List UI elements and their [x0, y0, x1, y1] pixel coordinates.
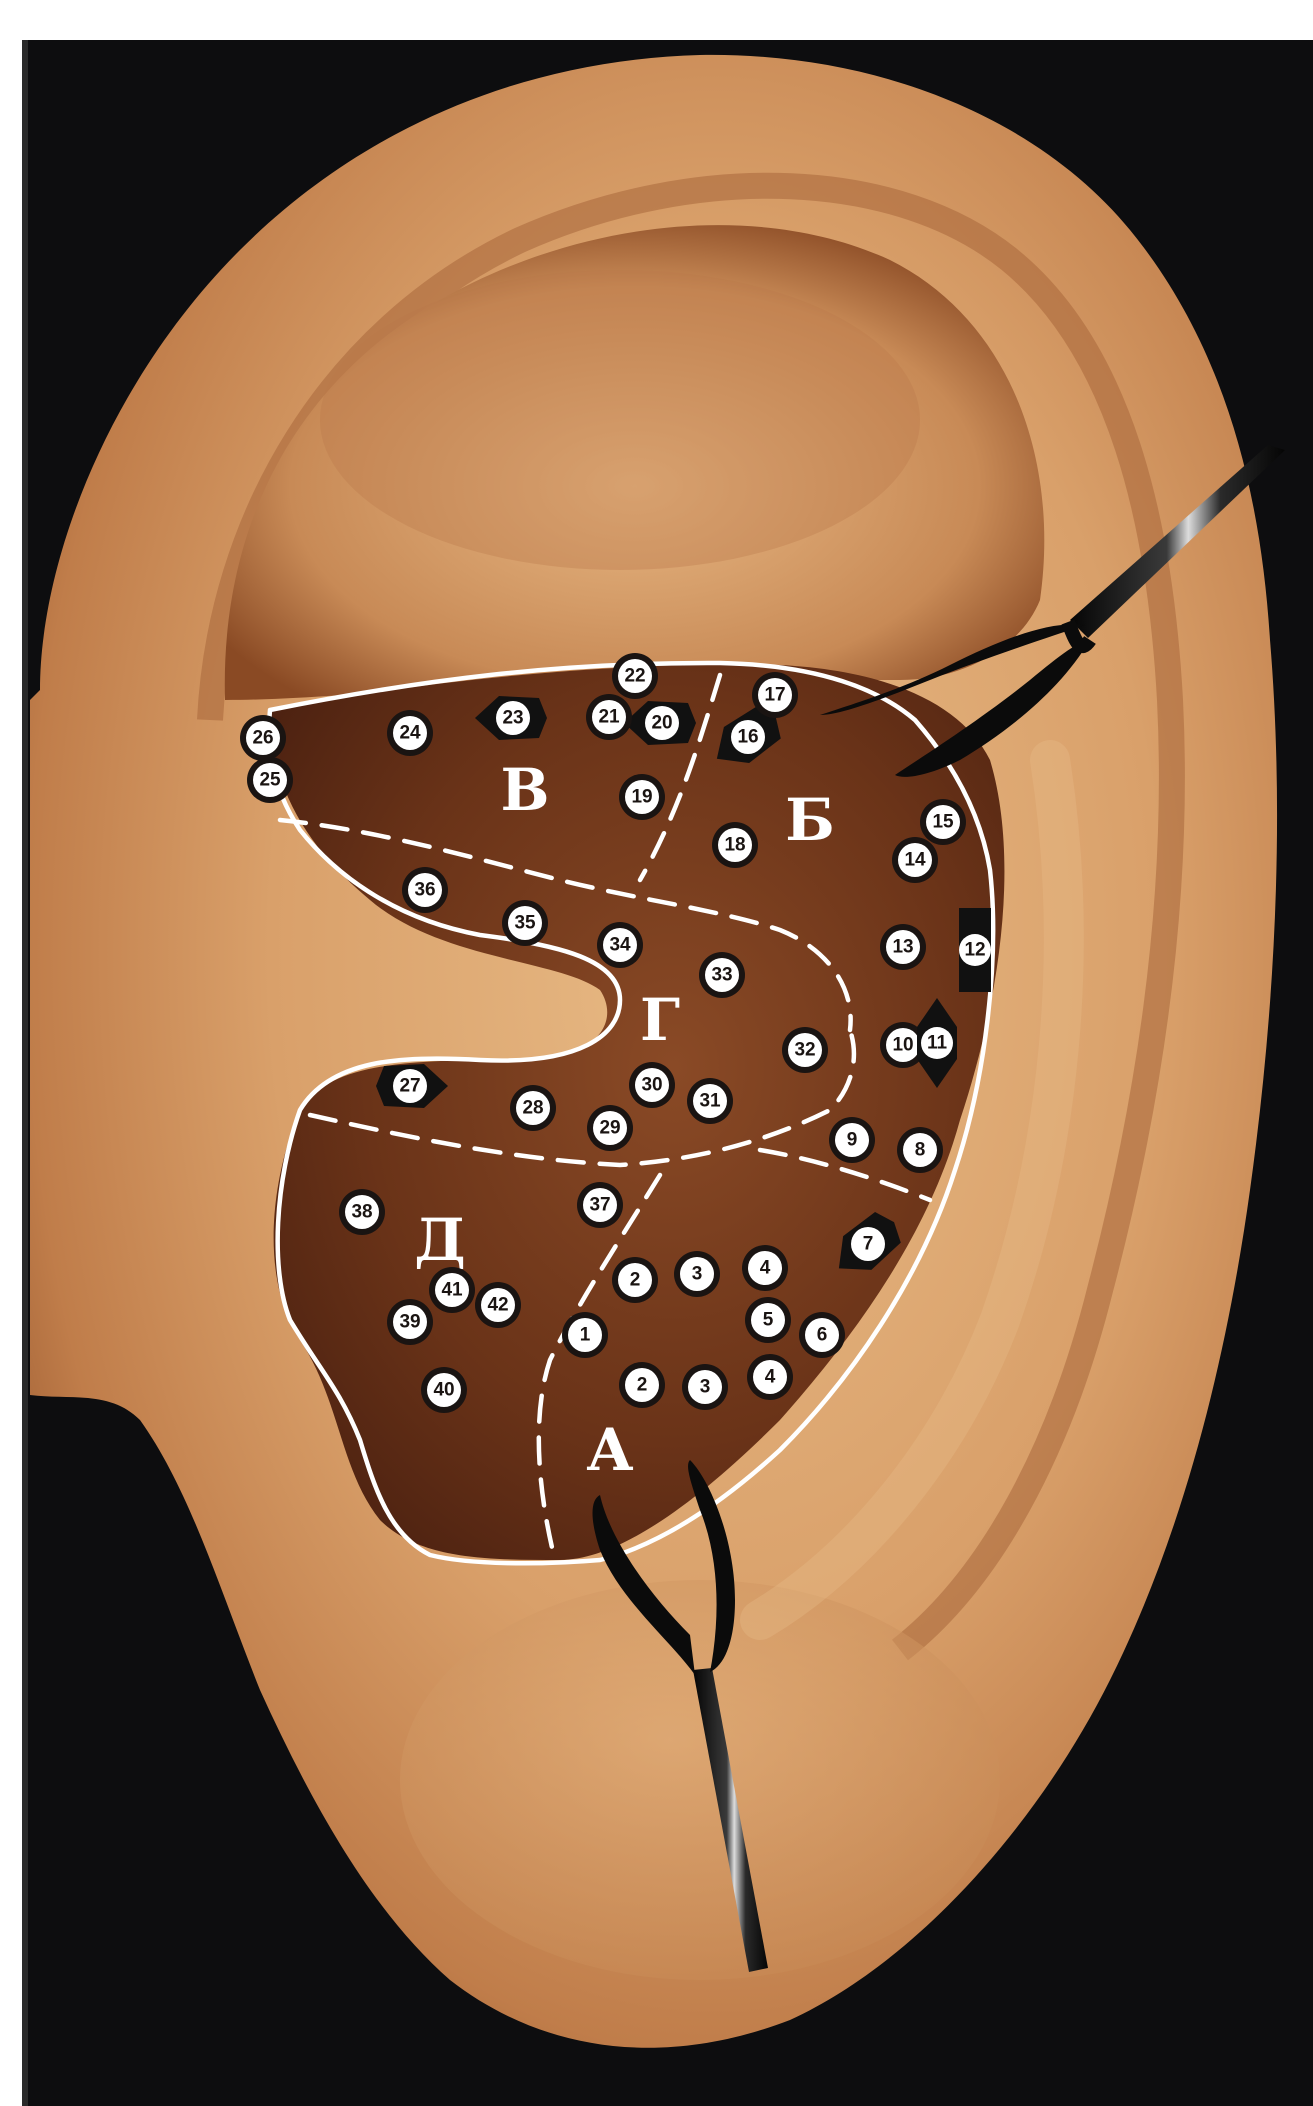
point-6: 6	[799, 1312, 845, 1358]
point-number: 28	[522, 1098, 543, 1119]
point-14: 14	[892, 837, 938, 883]
point-number: 9	[847, 1130, 858, 1151]
point-number: 41	[441, 1280, 463, 1301]
point-number: 34	[609, 935, 631, 956]
point-number: 18	[724, 835, 745, 856]
point-41: 41	[429, 1267, 475, 1313]
point-4: 4	[742, 1245, 788, 1291]
point-18: 18	[712, 822, 758, 868]
point-number: 2	[630, 1270, 641, 1291]
zone-label-g: Г	[640, 986, 680, 1054]
point-2: 2	[619, 1362, 665, 1408]
fossa-shadow	[320, 270, 920, 570]
point-number: 26	[252, 728, 273, 749]
point-number: 14	[904, 850, 926, 871]
point-30: 30	[629, 1062, 675, 1108]
point-number: 32	[794, 1040, 815, 1061]
point-29: 29	[587, 1105, 633, 1151]
point-15: 15	[920, 799, 966, 845]
point-35: 35	[502, 900, 548, 946]
point-number: 16	[737, 727, 758, 748]
point-number: 29	[599, 1118, 620, 1139]
point-number: 8	[915, 1140, 926, 1161]
point-17: 17	[752, 672, 798, 718]
point-number: 38	[351, 1202, 372, 1223]
point-number: 6	[817, 1325, 828, 1346]
zone-label-d: Д	[414, 1206, 466, 1274]
point-28: 28	[510, 1085, 556, 1131]
point-number: 3	[700, 1377, 711, 1398]
point-9: 9	[829, 1117, 875, 1163]
point-25: 25	[247, 757, 293, 803]
point-number: 21	[598, 707, 620, 728]
point-1: 1	[562, 1312, 608, 1358]
point-31: 31	[687, 1078, 733, 1124]
point-22: 22	[612, 653, 658, 699]
point-number: 39	[399, 1312, 420, 1333]
point-42: 42	[475, 1282, 521, 1328]
point-number: 30	[641, 1075, 662, 1096]
point-38: 38	[339, 1189, 385, 1235]
point-3: 3	[682, 1364, 728, 1410]
point-33: 33	[699, 952, 745, 998]
point-number: 17	[764, 685, 785, 706]
point-24: 24	[387, 710, 433, 756]
point-number: 25	[259, 770, 281, 791]
point-4: 4	[747, 1354, 793, 1400]
left-edge-line	[22, 40, 28, 2106]
point-number: 23	[502, 708, 523, 729]
point-39: 39	[387, 1299, 433, 1345]
zone-label-b: Б	[785, 786, 835, 854]
zone-label-a: А	[586, 1416, 633, 1484]
point-number: 37	[589, 1195, 610, 1216]
point-number: 4	[760, 1258, 771, 1279]
point-number: 33	[711, 965, 732, 986]
point-number: 12	[964, 940, 985, 961]
point-2: 2	[612, 1257, 658, 1303]
point-number: 20	[651, 713, 672, 734]
point-number: 3	[692, 1264, 703, 1285]
point-5: 5	[745, 1297, 791, 1343]
point-number: 35	[514, 913, 536, 934]
point-number: 24	[399, 723, 421, 744]
point-number: 7	[863, 1234, 874, 1255]
point-number: 5	[763, 1310, 774, 1331]
point-37: 37	[577, 1182, 623, 1228]
point-number: 40	[433, 1380, 454, 1401]
point-number: 10	[892, 1035, 913, 1056]
top-margin	[0, 0, 1313, 40]
point-34: 34	[597, 922, 643, 968]
point-number: 22	[624, 666, 645, 687]
point-32: 32	[782, 1027, 828, 1073]
point-40: 40	[421, 1367, 467, 1413]
point-12-rect-marker: 12	[959, 908, 991, 992]
point-13: 13	[880, 924, 926, 970]
point-number: 15	[932, 812, 954, 833]
point-21: 21	[586, 694, 632, 740]
point-number: 42	[487, 1295, 508, 1316]
point-3: 3	[674, 1251, 720, 1297]
point-8: 8	[897, 1127, 943, 1173]
point-number: 19	[631, 787, 652, 808]
point-19: 19	[619, 774, 665, 820]
point-26: 26	[240, 715, 286, 761]
point-36: 36	[402, 867, 448, 913]
point-number: 31	[699, 1091, 721, 1112]
zone-label-v: В	[500, 756, 549, 824]
point-number: 11	[927, 1033, 948, 1054]
point-number: 13	[892, 937, 913, 958]
point-number: 36	[414, 880, 435, 901]
ear-lobe	[400, 1580, 1000, 1980]
point-number: 2	[637, 1375, 648, 1396]
point-number: 4	[765, 1367, 776, 1388]
point-number: 27	[399, 1076, 420, 1097]
point-number: 1	[580, 1325, 591, 1346]
left-margin	[0, 0, 22, 2106]
